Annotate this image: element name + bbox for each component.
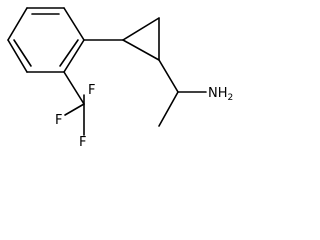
methyl-bond: [158, 91, 179, 127]
ring-inner-bond-left: [13, 39, 32, 67]
ring-bond-6: [7, 39, 28, 73]
cyclopropyl-ch-bond: [158, 59, 179, 93]
cyclopropane-bond-3: [122, 39, 160, 61]
c-f-left-bond: [64, 103, 85, 116]
amine-nh-text: NH: [208, 86, 228, 101]
ring-bond-4: [63, 39, 85, 73]
molecule-structure: F F F NH2: [7, 7, 233, 150]
ring-bond-3: [63, 7, 85, 41]
ring-inner-bond-right: [59, 39, 79, 67]
aryl-cf3-bond: [63, 71, 85, 105]
amine-label: NH2: [208, 86, 233, 103]
fluorine-top-label: F: [88, 83, 95, 98]
fluorine-bottom-label: F: [79, 135, 86, 150]
cyclopropane-ring: [122, 17, 160, 61]
amine-subscript: 2: [228, 93, 234, 103]
ring-bond-1: [7, 7, 28, 41]
cyclopropane-bond-1: [122, 17, 160, 41]
fluorine-left-label: F: [55, 113, 62, 128]
benzene-ring: [7, 7, 85, 73]
